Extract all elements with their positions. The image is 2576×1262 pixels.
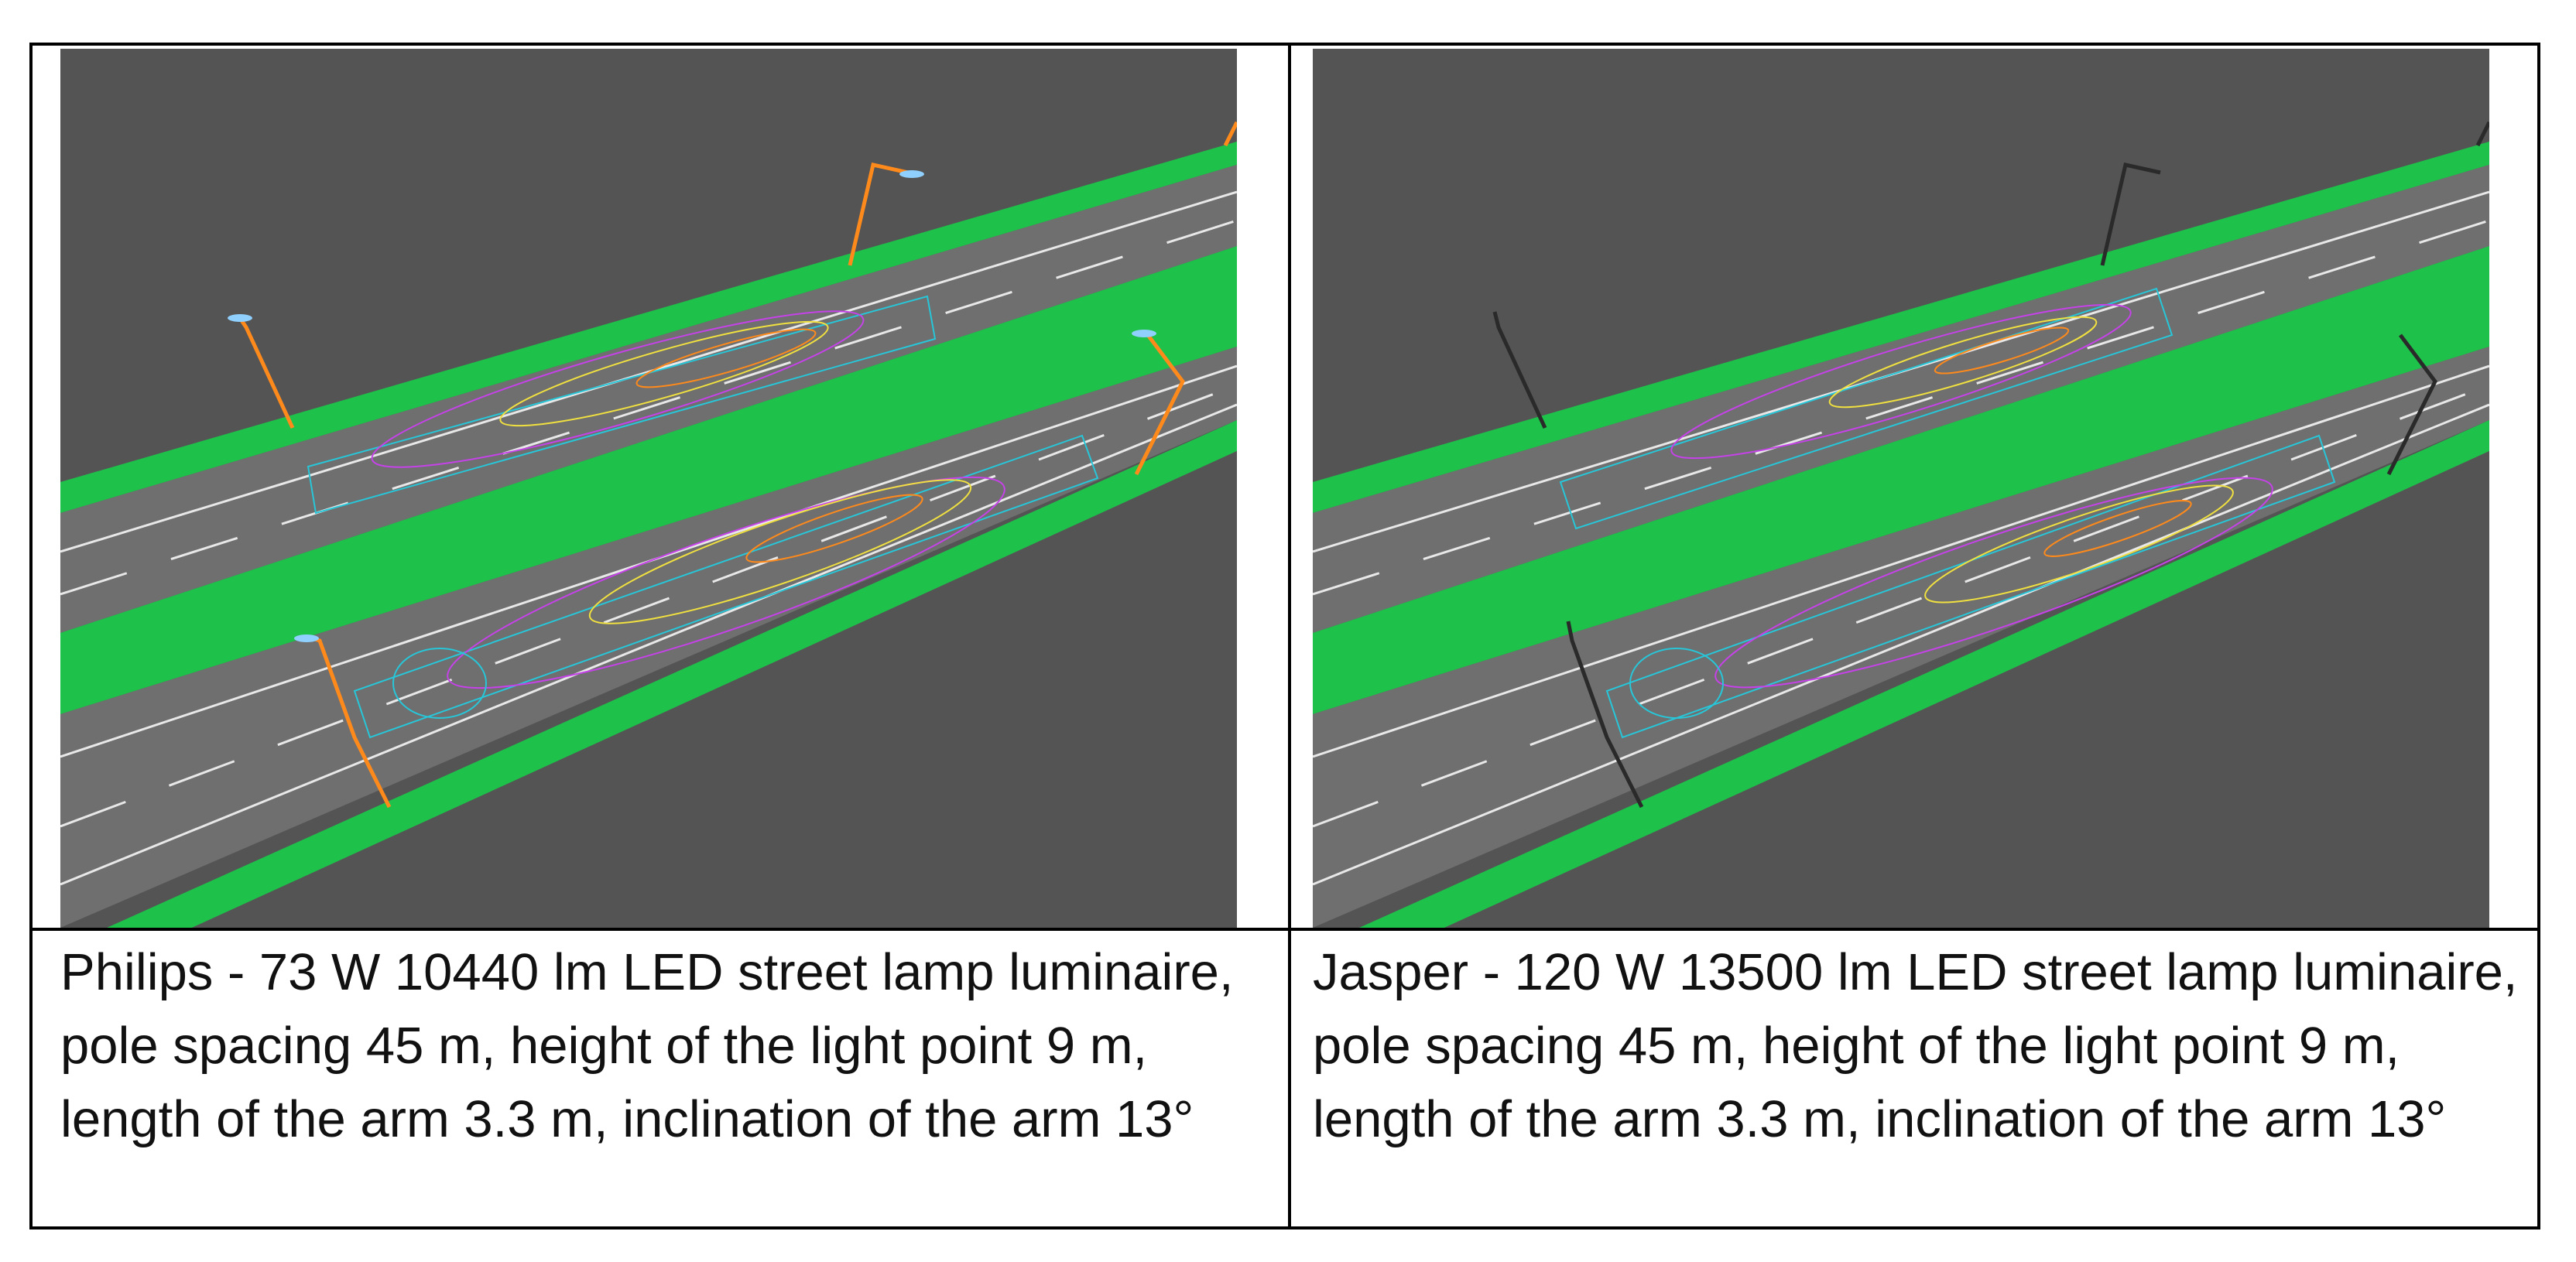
grass-verge-bottom	[107, 420, 1237, 928]
isolux-contours-lower	[1605, 434, 2336, 739]
figure-table: Philips - 73 W 10440 lm LED street lamp …	[29, 43, 2540, 1230]
lamp-poles	[1492, 121, 2489, 809]
carriageway-lower	[60, 347, 1237, 928]
column-divider	[1288, 46, 1291, 1226]
row-divider	[33, 928, 2537, 931]
ground-lower	[192, 451, 1237, 928]
central-reservation	[60, 246, 1237, 714]
ground-lower	[1444, 451, 2489, 928]
road-scene-jasper	[1313, 49, 2489, 928]
central-reservation	[1313, 246, 2489, 714]
caption-philips: Philips - 73 W 10440 lm LED street lamp …	[60, 943, 1234, 1148]
lighting-render-philips	[60, 49, 1237, 928]
grass-verge-top	[1313, 142, 2489, 513]
isolux-contours-upper	[307, 295, 937, 515]
isolux-contours-lower	[353, 434, 1099, 739]
lighting-render-jasper	[1313, 49, 2489, 928]
road-scene-philips	[60, 49, 1237, 928]
caption-jasper: Jasper - 120 W 13500 lm LED street lamp …	[1313, 943, 2518, 1148]
luminaire-heads	[228, 170, 1156, 642]
grass-verge-bottom	[1359, 420, 2489, 928]
isolux-contours-upper	[1559, 287, 2174, 530]
grass-verge-top	[60, 142, 1237, 513]
